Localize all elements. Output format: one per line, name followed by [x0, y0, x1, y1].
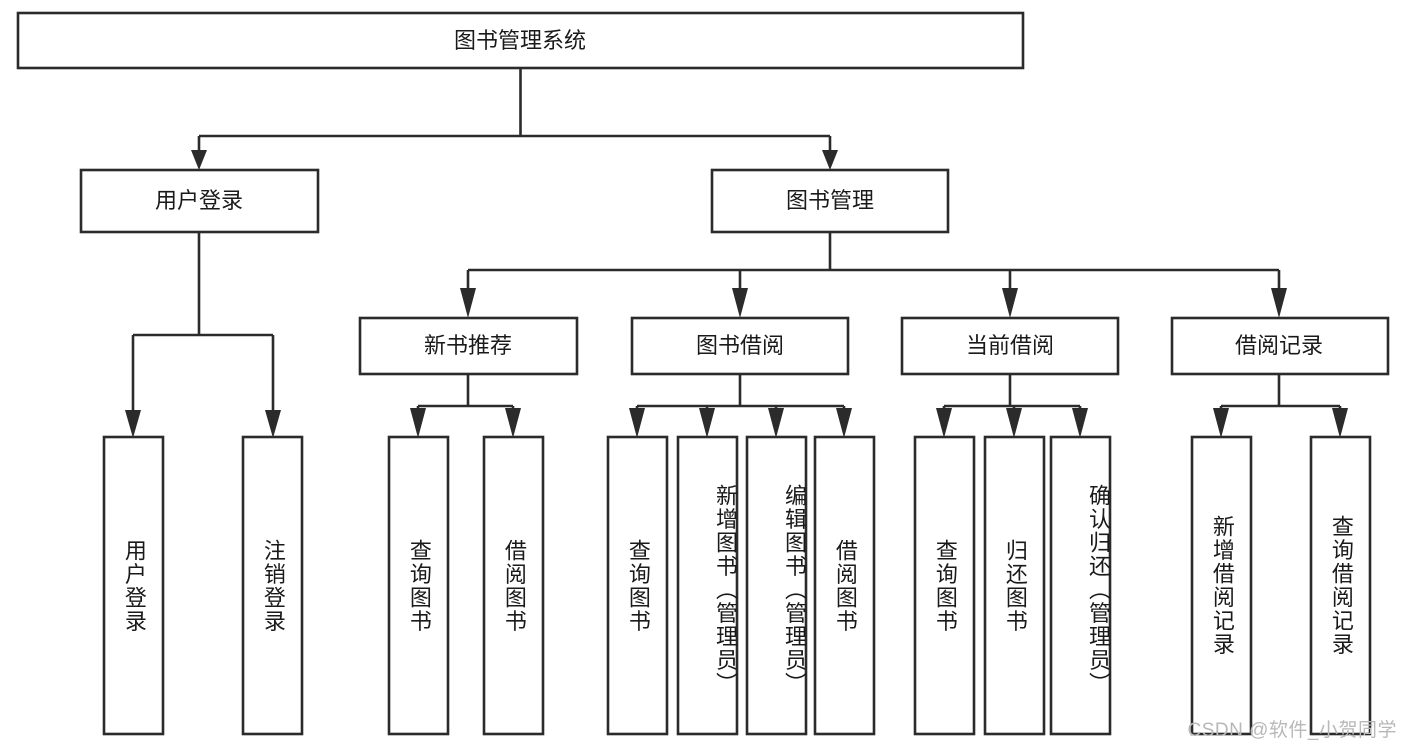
leaf-current-borrow-1-box[interactable] — [913, 435, 976, 736]
leaf-borrow-record-2-box[interactable] — [1309, 435, 1372, 736]
leaf-new-book-1-box[interactable] — [387, 435, 450, 736]
node-current-borrow-box[interactable] — [900, 316, 1120, 376]
arrow-bb-leaf2 — [699, 408, 715, 438]
node-layer: 图书管理系统 用户登录 图书管理 新书推荐 图书借阅 当前借阅 借阅记录 — [16, 11, 1390, 736]
node-root-box[interactable] — [16, 11, 1025, 70]
arrow-nb-leaf1 — [410, 408, 426, 438]
node-user-login-label: 用户登录 — [155, 188, 243, 213]
leaf-book-borrow-3-box[interactable] — [745, 435, 808, 736]
node-new-book-box[interactable] — [358, 316, 579, 376]
node-user-login-box[interactable] — [79, 168, 320, 234]
arrow-bb-leaf3 — [768, 408, 784, 438]
node-borrow-record-label: 借阅记录 — [1235, 333, 1323, 358]
leaf-new-book-2-box[interactable] — [482, 435, 545, 736]
leaf-book-borrow-2-box[interactable] — [676, 435, 739, 736]
node-book-mgmt-box[interactable] — [710, 168, 950, 234]
leaf-book-borrow-1-box[interactable] — [606, 435, 669, 736]
node-book-borrow-box[interactable] — [630, 316, 850, 376]
node-current-borrow-label: 当前借阅 — [966, 333, 1054, 358]
node-book-mgmt-label: 图书管理 — [786, 188, 874, 213]
leaf-user-login-1-box[interactable] — [102, 435, 165, 736]
node-new-book-label: 新书推荐 — [424, 333, 512, 358]
arrow-bb-leaf1 — [629, 408, 645, 438]
arrow-cb-leaf1 — [936, 408, 952, 438]
arrow-cb-leaf3 — [1072, 408, 1088, 438]
node-root-label: 图书管理系统 — [454, 28, 586, 53]
arrow-to-new-book — [460, 288, 476, 318]
arrow-cb-leaf2 — [1006, 408, 1022, 438]
arrow-br-leaf1 — [1213, 408, 1229, 438]
arrow-to-book-mgmt — [822, 150, 838, 170]
node-borrow-record-box[interactable] — [1170, 316, 1390, 376]
leaf-user-login-2-box[interactable] — [241, 435, 304, 736]
arrow-to-book-borrow — [732, 288, 748, 318]
leaf-current-borrow-3-box[interactable] — [1049, 435, 1112, 736]
arrow-bb-leaf4 — [836, 408, 852, 438]
arrow-br-leaf2 — [1332, 408, 1348, 438]
node-book-borrow-label: 图书借阅 — [696, 333, 784, 358]
watermark: CSDN @软件_小贺同学 — [1187, 720, 1397, 741]
arrow-to-user-login — [191, 150, 207, 170]
arrow-to-borrow-record — [1271, 288, 1287, 318]
leaf-current-borrow-2-box[interactable] — [983, 435, 1046, 736]
leaf-borrow-record-1-box[interactable] — [1190, 435, 1253, 736]
connector-layer — [125, 68, 1348, 438]
leaf-book-borrow-4-box[interactable] — [813, 435, 876, 736]
arrow-ul-leaf2 — [265, 410, 281, 438]
arrow-nb-leaf2 — [505, 408, 521, 438]
arrow-ul-leaf1 — [125, 410, 141, 438]
arrow-to-current-borrow — [1002, 288, 1018, 318]
